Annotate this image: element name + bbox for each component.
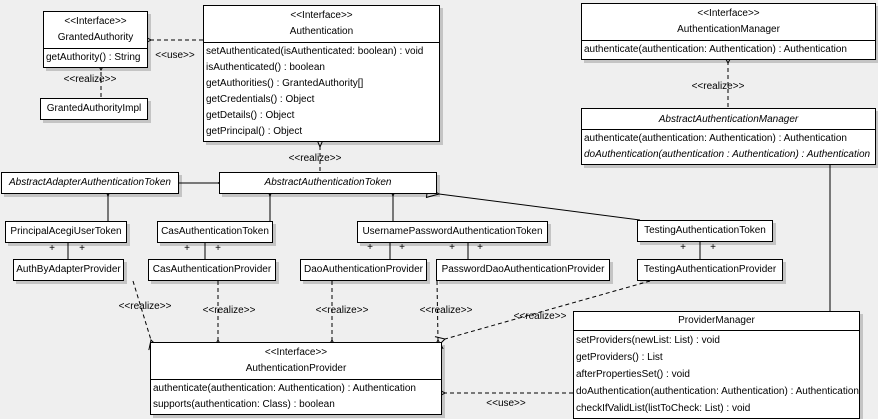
method: getPrincipal() : Object — [206, 126, 303, 137]
class-authentication-provider[interactable]: <<Interface>> AuthenticationProvider aut… — [150, 342, 442, 415]
class-abstract-adapter-authentication-token[interactable]: AbstractAdapterAuthenticationToken — [1, 172, 179, 194]
class-name: TestingAuthenticationToken — [644, 225, 766, 236]
realize-label: <<realize>> — [513, 311, 567, 322]
class-name: AuthenticationManager — [677, 24, 780, 35]
method: authenticate(authentication: Authenticat… — [153, 383, 416, 394]
class-name: PrincipalAcegiUserToken — [10, 226, 122, 237]
class-name: AuthenticationProvider — [245, 363, 347, 374]
class-name: AbstractAdapterAuthenticationToken — [9, 177, 171, 188]
class-name: DaoAuthenticationProvider — [304, 264, 423, 275]
association-end-label: + — [680, 242, 686, 253]
use-label: <<use>> — [486, 398, 526, 409]
stereotype: <<Interface>> — [290, 10, 353, 21]
class-cas-authentication-provider[interactable]: CasAuthenticationProvider — [148, 259, 276, 281]
class-name: TestingAuthenticationProvider — [643, 264, 777, 275]
class-name: CasAuthenticationToken — [161, 226, 269, 237]
method: getAuthorities() : GrantedAuthority[] — [206, 78, 364, 89]
method: getAuthority() : String — [46, 52, 141, 63]
class-name: AuthByAdapterProvider — [16, 264, 121, 275]
association-end-label: + — [49, 243, 55, 254]
class-name: CasAuthenticationProvider — [152, 264, 272, 275]
class-cas-authentication-token[interactable]: CasAuthenticationToken — [157, 221, 273, 243]
class-name: PasswordDaoAuthenticationProvider — [441, 264, 605, 275]
class-testing-authentication-provider[interactable]: TestingAuthenticationProvider — [637, 259, 783, 281]
class-name: Authentication — [289, 26, 354, 37]
association-end-label: + — [215, 243, 221, 254]
class-abstract-authentication-token[interactable]: AbstractAuthenticationToken — [219, 172, 437, 194]
method: authenticate(authentication: Authenticat… — [584, 44, 847, 55]
method: getProviders() : List — [576, 352, 663, 363]
stereotype: <<Interface>> — [64, 16, 127, 27]
realize-label: <<realize>> — [419, 305, 473, 316]
edge-gen-testing-token — [439, 194, 641, 221]
class-username-password-authentication-token[interactable]: UsernamePasswordAuthenticationToken — [357, 221, 548, 243]
class-granted-authority-impl[interactable]: GrantedAuthorityImpl — [40, 98, 148, 120]
class-name: AbstractAuthenticationManager — [658, 114, 799, 125]
edge-realize-passworddaoauthenticationprovider — [432, 280, 444, 350]
stereotype: <<Interface>> — [264, 347, 328, 358]
edge-realize-testingauthenticationprovider — [434, 280, 651, 347]
edge-realize-authbyadapterprovider — [132, 280, 159, 351]
class-principal-acegi-user-token[interactable]: PrincipalAcegiUserToken — [5, 221, 127, 243]
method: setProviders(newList: List) : void — [576, 335, 720, 346]
realize-label: <<realize>> — [288, 153, 342, 164]
method: authenticate(authentication: Authenticat… — [584, 133, 847, 144]
class-name: UsernamePasswordAuthenticationToken — [362, 226, 543, 237]
method: setAuthenticated(isAuthenticated: boolea… — [206, 46, 424, 57]
stereotype: <<Interface>> — [697, 8, 760, 19]
class-testing-authentication-token[interactable]: TestingAuthenticationToken — [637, 220, 773, 242]
association-end-label: + — [710, 242, 716, 253]
realize-label: <<realize>> — [63, 74, 117, 85]
use-label: <<use>> — [155, 50, 195, 61]
class-name: GrantedAuthorityImpl — [46, 103, 142, 114]
class-authentication[interactable]: <<Interface>> Authentication setAuthenti… — [203, 5, 440, 142]
method: doAuthentication(authentication : Authen… — [584, 149, 871, 160]
class-name: GrantedAuthority — [57, 32, 134, 43]
class-authentication-manager[interactable]: <<Interface>> AuthenticationManager auth… — [581, 3, 876, 60]
association-end-label: + — [477, 242, 483, 253]
method: getDetails() : Object — [206, 110, 295, 121]
method: supports(authentication: Class) : boolea… — [153, 399, 335, 410]
method: doAuthentication(authentication: Authent… — [576, 386, 859, 397]
method: checkIfValidList(listToCheck: List) : vo… — [576, 403, 751, 414]
realize-label: <<realize>> — [691, 81, 745, 92]
class-name: AbstractAuthenticationToken — [264, 177, 392, 188]
class-name: ProviderManager — [678, 315, 755, 326]
realize-label: <<realize>> — [202, 305, 256, 316]
class-provider-manager[interactable]: ProviderManager setProviders(newList: Li… — [573, 311, 860, 419]
realize-label: <<realize>> — [118, 301, 172, 312]
association-end-label: + — [367, 242, 373, 253]
class-abstract-authentication-manager[interactable]: AbstractAuthenticationManager authentica… — [581, 108, 876, 165]
method: getCredentials() : Object — [206, 94, 315, 105]
class-auth-by-adapter-provider[interactable]: AuthByAdapterProvider — [13, 259, 124, 281]
class-password-dao-authentication-provider[interactable]: PasswordDaoAuthenticationProvider — [436, 259, 610, 281]
association-end-label: + — [184, 243, 190, 254]
association-end-label: + — [399, 242, 405, 253]
association-end-label: + — [79, 243, 85, 254]
class-granted-authority[interactable]: <<Interface>> GrantedAuthority getAuthor… — [43, 11, 148, 68]
method: isAuthenticated() : boolean — [206, 62, 325, 73]
method: afterPropertiesSet() : void — [576, 369, 690, 380]
association-end-label: + — [449, 242, 455, 253]
class-dao-authentication-provider[interactable]: DaoAuthenticationProvider — [300, 259, 427, 281]
realize-label: <<realize>> — [315, 305, 369, 316]
